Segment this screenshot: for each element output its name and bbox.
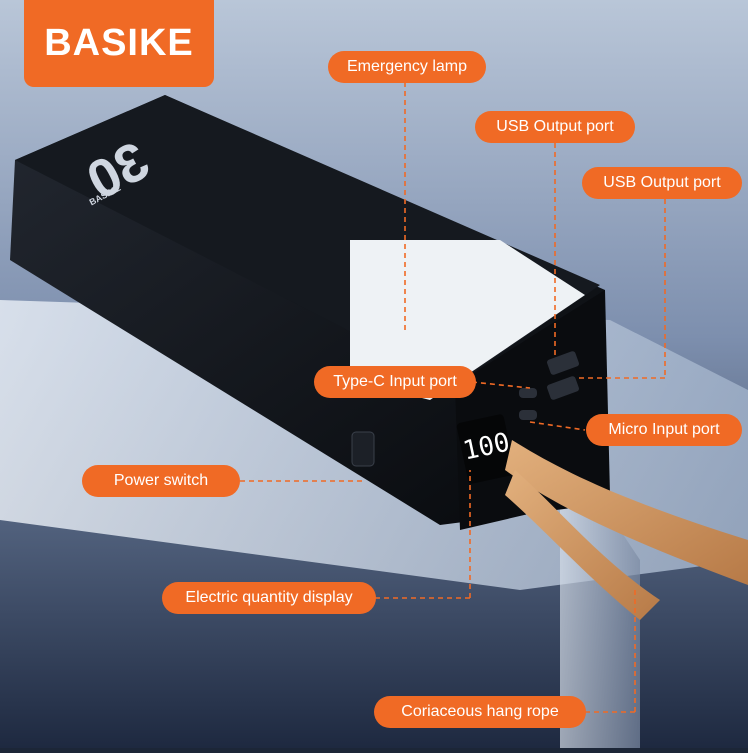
callout-usb-output-port-2: USB Output port [582,167,742,199]
callout-coriaceous-hang-rope: Coriaceous hang rope [374,696,586,728]
callout-micro-input-port: Micro Input port [586,414,742,446]
callout-typec-input-port: Type-C Input port [314,366,476,398]
callout-power-switch: Power switch [82,465,240,497]
callout-electric-quantity-display: Electric quantity display [162,582,376,614]
brand-logo: BASIKE [24,0,214,87]
callout-usb-output-port-1: USB Output port [475,111,635,143]
callout-emergency-lamp: Emergency lamp [328,51,486,83]
